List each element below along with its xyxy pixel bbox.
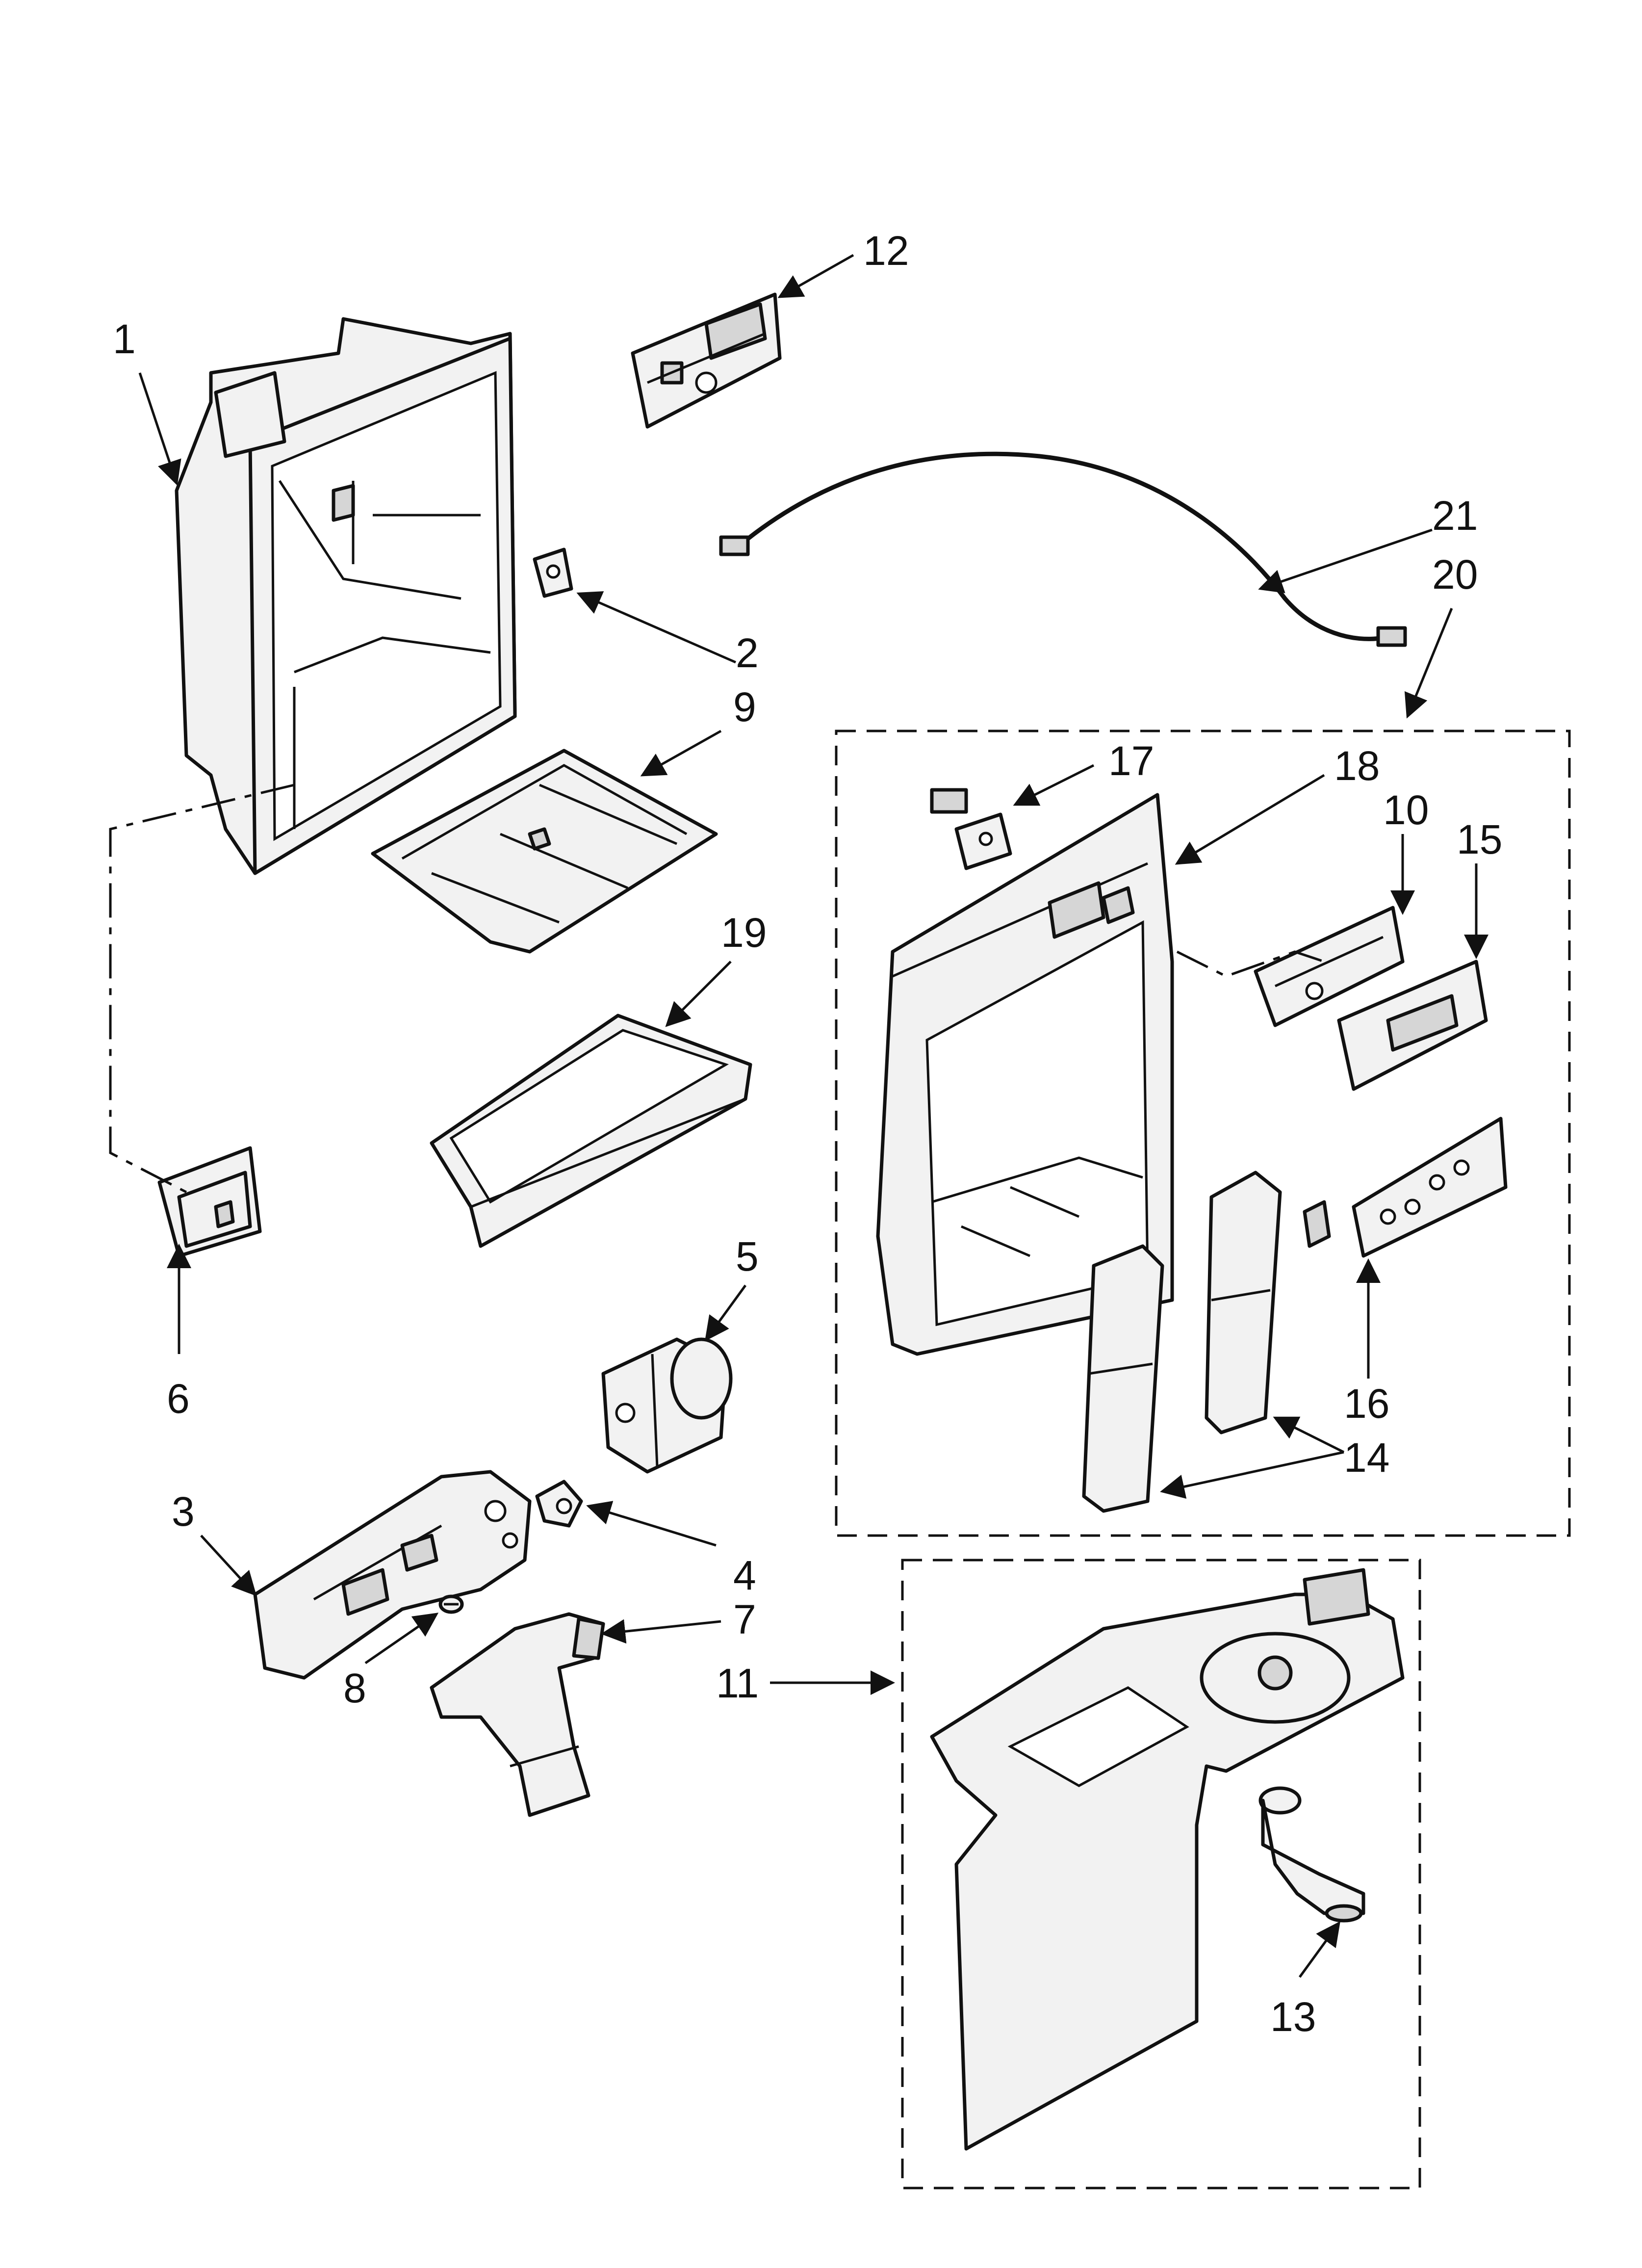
- leader-3: [200, 1535, 257, 1596]
- part-2-clip: [533, 547, 573, 598]
- callout-21: 21: [1432, 493, 1478, 539]
- callout-4: 4: [733, 1552, 756, 1598]
- part-9-tray: [371, 749, 718, 954]
- callout-3: 3: [172, 1488, 195, 1535]
- group-11-box: [901, 1559, 1421, 2190]
- callout-6: 6: [167, 1376, 190, 1422]
- callout-20: 20: [1432, 551, 1478, 598]
- callout-7: 7: [733, 1596, 756, 1642]
- part-14-paddle-left: [1082, 1244, 1164, 1513]
- part-17-sensor: [930, 788, 1012, 870]
- callout-8: 8: [343, 1665, 366, 1711]
- callout-5: 5: [736, 1233, 759, 1279]
- callout-11: 11: [716, 1660, 759, 1706]
- callout-10: 10: [1383, 787, 1429, 833]
- callout-19: 19: [721, 910, 767, 956]
- callout-15: 15: [1457, 816, 1502, 862]
- leader-14a: [1160, 1451, 1344, 1499]
- part-3-bracket: [253, 1470, 532, 1680]
- leader-12: [777, 254, 854, 298]
- leader-9: [640, 730, 722, 777]
- leader-18: [1175, 774, 1325, 865]
- part-11-chute: [930, 1568, 1405, 2151]
- connection-line-18-10: [1176, 950, 1325, 978]
- part-14-paddle-right: [1205, 1171, 1282, 1434]
- callout-14: 14: [1344, 1434, 1389, 1481]
- connection-line-1-6: [109, 783, 295, 1194]
- part-19-drip-tray: [430, 1014, 752, 1248]
- part-13-fitting: [1258, 1786, 1365, 1923]
- leader-1: [138, 372, 181, 486]
- callout-9: 9: [733, 684, 756, 730]
- leader-7: [601, 1619, 721, 1644]
- part-7-lever: [430, 1612, 605, 1817]
- leader-2: [576, 591, 737, 664]
- part-6-box: [157, 1146, 262, 1258]
- leader-4: [586, 1501, 717, 1547]
- callout-13: 13: [1270, 1994, 1316, 2040]
- group-20-box: [835, 730, 1571, 1537]
- part-4-gear: [535, 1480, 583, 1528]
- leader-21: [1258, 528, 1433, 594]
- leader-14b: [1273, 1416, 1345, 1454]
- leader-19: [665, 961, 732, 1027]
- callout-17: 17: [1108, 738, 1154, 784]
- callout-16: 16: [1344, 1381, 1389, 1427]
- callout-1: 1: [113, 316, 136, 362]
- part-8-screw: [438, 1594, 464, 1614]
- part-21-harness: [719, 451, 1407, 647]
- leader-13: [1298, 1921, 1340, 1978]
- callout-2: 2: [736, 630, 759, 676]
- leader-17: [1013, 764, 1095, 806]
- part-10-bracket: [1254, 906, 1405, 1027]
- part-5-motor: [601, 1337, 733, 1474]
- part-16-panel: [1303, 1117, 1508, 1258]
- callout-12: 12: [863, 228, 909, 274]
- leader-5: [705, 1284, 747, 1342]
- leader-8: [364, 1613, 439, 1665]
- part-18-front-housing: [876, 793, 1174, 1356]
- part-12-board: [631, 292, 782, 429]
- callout-18: 18: [1334, 743, 1380, 789]
- part-1-housing: [175, 317, 517, 875]
- leader-20: [1404, 608, 1453, 719]
- part-15-plate: [1337, 960, 1488, 1091]
